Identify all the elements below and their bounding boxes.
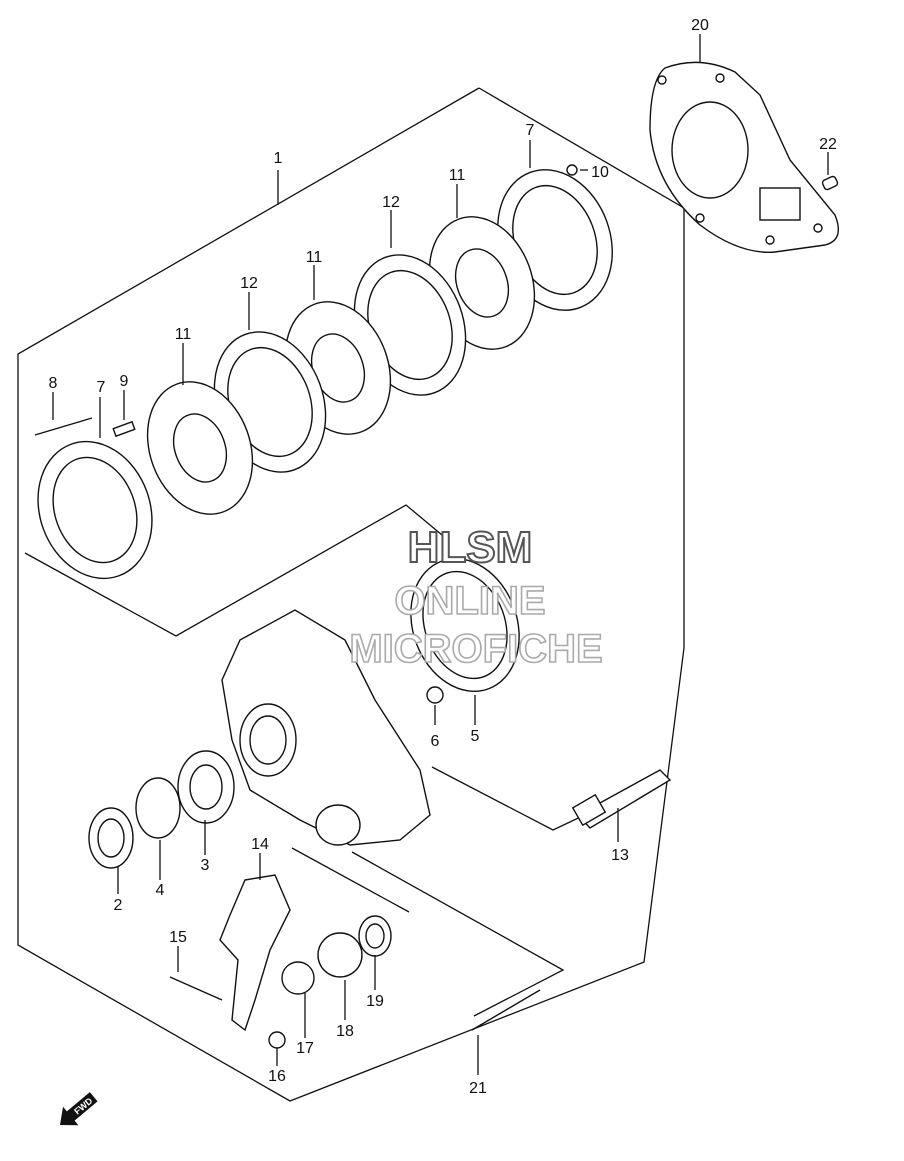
- seal-19: [358, 915, 392, 957]
- label-11-upper: 11: [449, 167, 466, 184]
- label-6: 6: [431, 733, 440, 750]
- plate-7-lower: [37, 440, 153, 580]
- label-8: 8: [49, 375, 58, 392]
- spring-18: [317, 932, 363, 978]
- label-4: 4: [156, 882, 165, 899]
- plate-5: [410, 557, 520, 693]
- circlip-4: [135, 777, 181, 839]
- bolt-21: [471, 989, 541, 1031]
- plate-group-outline: [24, 504, 449, 637]
- label-7-upper: 7: [526, 122, 535, 139]
- label-12-upper: 12: [382, 194, 400, 211]
- gasket-20: [649, 61, 839, 253]
- spring-9: [112, 420, 136, 438]
- forward-arrow-icon: FWD: [60, 1092, 98, 1126]
- label-14: 14: [251, 836, 269, 853]
- friction-plate-11-lower: [146, 381, 254, 515]
- label-21: 21: [469, 1080, 487, 1097]
- label-16: 16: [268, 1068, 286, 1085]
- watermark-line3: MICROFICHE: [349, 627, 602, 671]
- label-20: 20: [691, 17, 709, 34]
- label-9: 9: [120, 373, 129, 390]
- label-11-lower: 11: [175, 326, 192, 343]
- nut-10: [566, 164, 578, 176]
- lower-outline-1: [291, 847, 410, 913]
- nut-16: [268, 1031, 286, 1049]
- label-3: 3: [201, 857, 210, 874]
- housing: [221, 609, 431, 846]
- label-15: 15: [169, 929, 187, 946]
- label-22: 22: [819, 136, 837, 153]
- label-5: 5: [471, 728, 480, 745]
- label-12-lower: 12: [240, 275, 258, 292]
- bolt-15: [169, 976, 223, 1001]
- lever-14: [219, 874, 291, 1032]
- watermark-line1: HLSM: [408, 523, 533, 572]
- label-10: 10: [591, 164, 609, 181]
- shaft-13: [571, 769, 672, 829]
- lower-outline-2: [351, 851, 565, 1017]
- label-19: 19: [366, 993, 384, 1010]
- gear-17: [281, 961, 315, 995]
- label-18: 18: [336, 1023, 354, 1040]
- assembly-outline: [17, 87, 685, 1102]
- bearing-3: [177, 750, 235, 824]
- label-1: 1: [274, 150, 283, 167]
- seal-2: [88, 807, 134, 869]
- label-7-lower: 7: [97, 379, 106, 396]
- label-11-middle: 11: [306, 249, 323, 266]
- label-17: 17: [296, 1040, 314, 1057]
- label-2: 2: [114, 897, 123, 914]
- label-13: 13: [611, 847, 629, 864]
- watermark-line2: ONLINE: [394, 579, 545, 623]
- pin-8: [34, 417, 93, 436]
- pin-22: [821, 175, 839, 191]
- ball-6: [426, 686, 444, 704]
